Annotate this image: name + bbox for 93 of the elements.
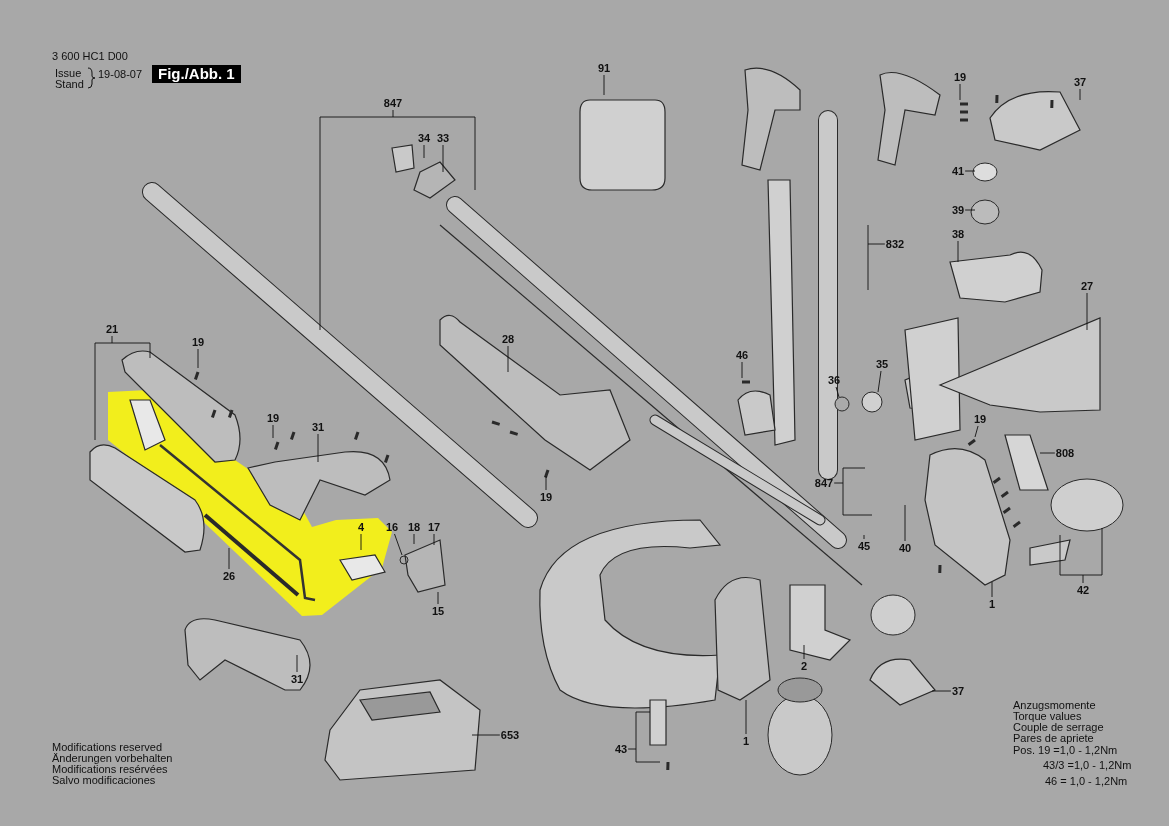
callout-number: 19 — [266, 412, 280, 424]
torque-heading: Pares de apriete — [1013, 732, 1094, 744]
leader-line — [991, 581, 993, 598]
callout-number: 1 — [988, 598, 996, 610]
callout-number: 653 — [500, 729, 520, 741]
leader-line — [94, 335, 151, 441]
torque-value: Pos. 19 =1,0 - 1,2Nm — [1013, 744, 1118, 756]
leader-line — [835, 386, 840, 398]
callout-number: 19 — [539, 491, 553, 503]
leader-line — [603, 74, 605, 96]
date: 19-08-07 — [98, 68, 143, 80]
callout-number: 43 — [614, 743, 628, 755]
part-number: 3 600 HC1 D00 — [52, 50, 128, 62]
leader-line — [1086, 292, 1088, 331]
torque-heading: Couple de serrage — [1013, 721, 1104, 733]
callout-number: 19 — [973, 413, 987, 425]
note: Änderungen vorbehalten — [52, 752, 173, 764]
callout-number: 19 — [191, 336, 205, 348]
callout-number: 847 — [814, 477, 834, 489]
leader-line — [904, 504, 906, 542]
leader-line — [360, 533, 362, 551]
leader-line — [974, 425, 979, 438]
callout-number: 39 — [951, 204, 965, 216]
torque-heading: Anzugsmomente — [1013, 699, 1096, 711]
leader-line — [957, 240, 959, 263]
figure-label: Fig./Abb. 1 — [152, 65, 241, 83]
callout-number: 18 — [407, 521, 421, 533]
callout-number: 15 — [431, 605, 445, 617]
callout-number: 40 — [898, 542, 912, 554]
leader-line — [437, 591, 439, 605]
callout-number: 42 — [1076, 584, 1090, 596]
leader-line — [964, 209, 976, 211]
callout-number: 37 — [951, 685, 965, 697]
torque-heading: Torque values — [1013, 710, 1082, 722]
callout-number: 37 — [1073, 76, 1087, 88]
leader-line — [1059, 527, 1103, 584]
leader-line — [545, 475, 547, 491]
leader-line — [442, 144, 444, 173]
leader-line — [228, 547, 230, 570]
leader-line — [867, 224, 886, 291]
callout-number: 35 — [875, 358, 889, 370]
callout-number: 34 — [417, 132, 431, 144]
leader-line — [423, 144, 425, 159]
leader-line — [319, 109, 476, 331]
callout-number: 46 — [735, 349, 749, 361]
leader-line — [931, 690, 952, 692]
stand-label: Stand — [55, 78, 84, 90]
leader-line — [627, 711, 661, 763]
callout-number: 21 — [105, 323, 119, 335]
callout-number: 16 — [385, 521, 399, 533]
callout-number: 1 — [742, 735, 750, 747]
callout-number: 31 — [311, 421, 325, 433]
callout-number: 808 — [1055, 447, 1075, 459]
leader-line — [1039, 452, 1056, 454]
callout-number: 28 — [501, 333, 515, 345]
callout-number: 33 — [436, 132, 450, 144]
callout-number: 41 — [951, 165, 965, 177]
leader-line — [959, 83, 961, 101]
callout-number: 31 — [290, 673, 304, 685]
leader-line — [394, 533, 403, 556]
leader-line — [833, 467, 873, 516]
leader-line — [964, 170, 976, 172]
leader-line — [1079, 88, 1081, 101]
callout-number: 2 — [800, 660, 808, 672]
callout-number: 832 — [885, 238, 905, 250]
callout-number: 26 — [222, 570, 236, 582]
callout-number: 45 — [857, 540, 871, 552]
callout-number: 27 — [1080, 280, 1094, 292]
leader-line — [317, 433, 319, 463]
leader-line — [877, 370, 882, 393]
note: Modifications resérvées — [52, 763, 168, 775]
leader-line — [745, 699, 747, 735]
issue-label: Issue — [55, 67, 82, 79]
note: Modifications reserved — [52, 741, 163, 753]
torque-value: 43/3 =1,0 - 1,2Nm — [1043, 759, 1132, 771]
leader-line — [413, 533, 415, 545]
callout-number: 38 — [951, 228, 965, 240]
leader-line — [471, 734, 501, 736]
leader-line — [803, 644, 805, 660]
callout-number: 19 — [953, 71, 967, 83]
leader-line — [433, 533, 435, 546]
leader-line — [272, 424, 274, 439]
leader-line — [507, 345, 509, 373]
callout-number: 91 — [597, 62, 611, 74]
callout-number: 847 — [383, 97, 403, 109]
leader-line — [863, 534, 865, 540]
callout-number: 4 — [357, 521, 365, 533]
callout-number: 17 — [427, 521, 441, 533]
torque-value: 46 = 1,0 - 1,2Nm — [1045, 775, 1128, 787]
leader-line — [741, 361, 743, 379]
leader-line — [197, 348, 199, 369]
leader-line — [296, 654, 298, 673]
note: Salvo modificaciones — [52, 774, 156, 786]
